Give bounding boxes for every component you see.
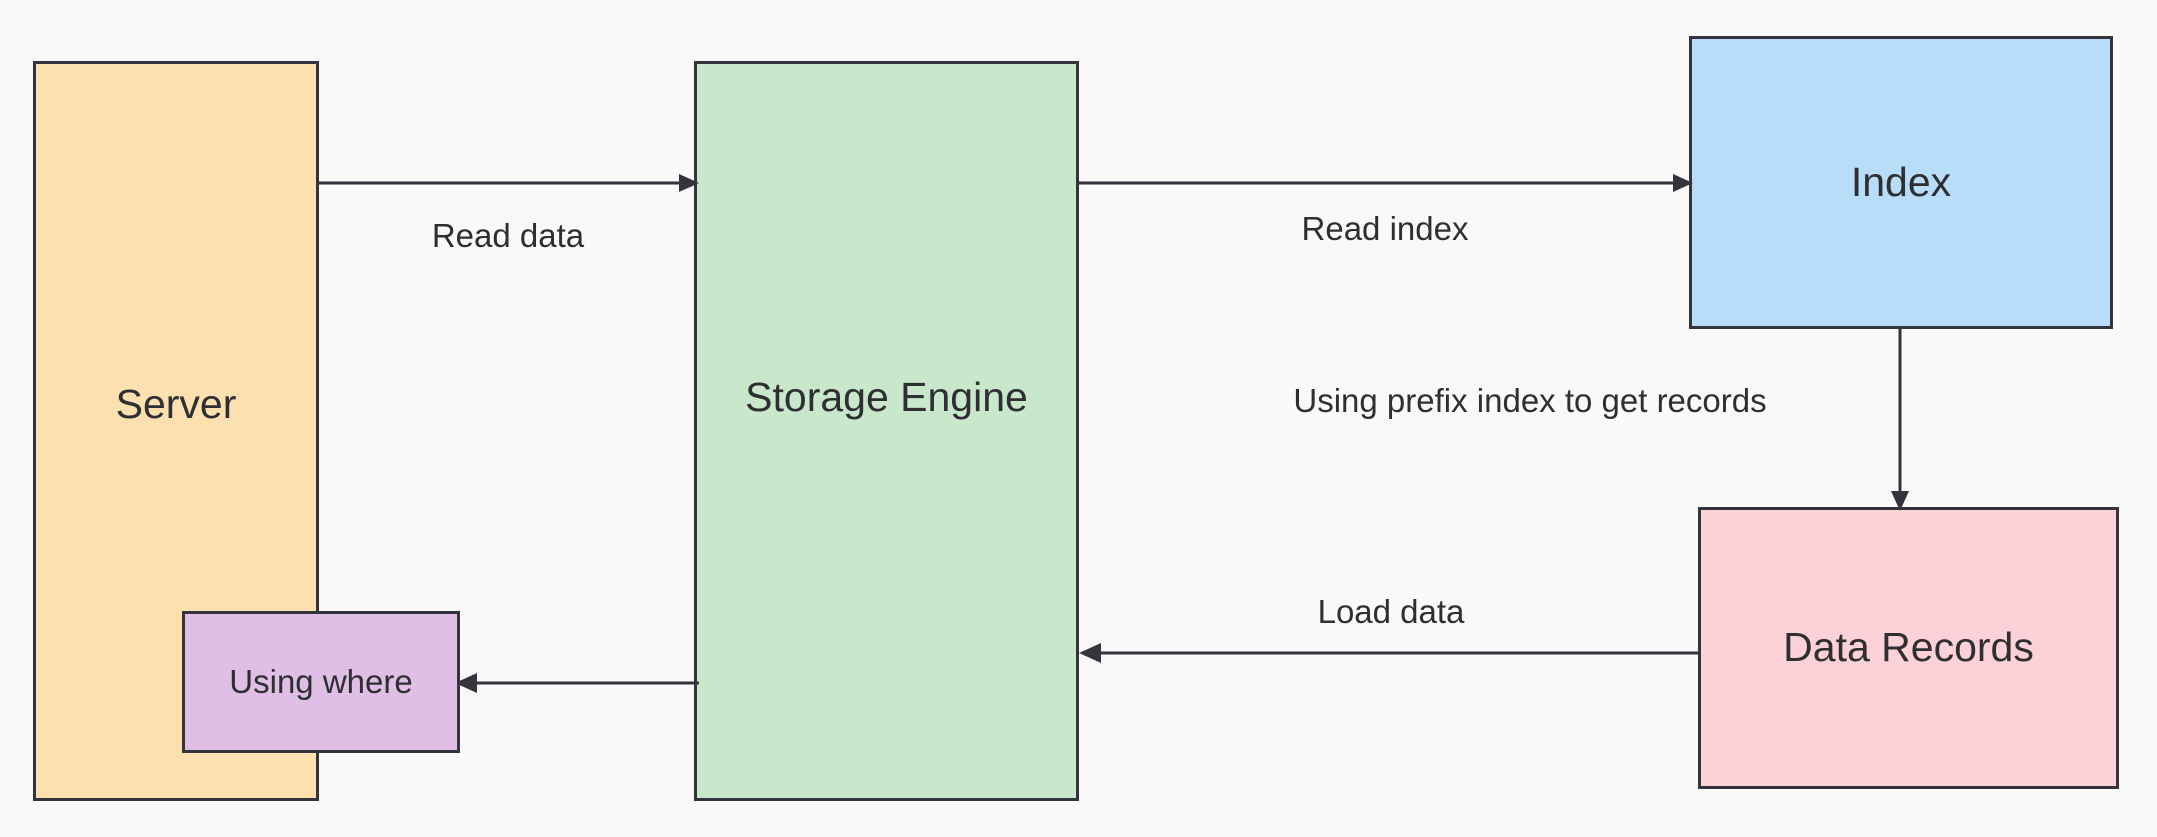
edge-label-prefix-index: Using prefix index to get records: [1293, 382, 1767, 419]
node-data-records-label: Data Records: [1783, 624, 2034, 671]
node-using-where-label: Using where: [229, 662, 413, 700]
edge-prefix-index-arrow: [1891, 329, 1909, 511]
edge-label-read-index: Read index: [1301, 210, 1469, 247]
edge-load-data-arrow: [1079, 643, 1701, 663]
node-using-where[interactable]: Using where: [182, 611, 460, 753]
node-storage-engine[interactable]: Storage Engine: [694, 61, 1079, 801]
node-index-label: Index: [1850, 158, 1952, 205]
node-index[interactable]: Index: [1689, 36, 2113, 329]
edge-using-where-arrow: [455, 673, 699, 693]
node-server-label: Server: [115, 381, 237, 427]
edge-label-read-data: Read data: [431, 217, 585, 254]
edge-read-index-arrow: [1079, 174, 1693, 192]
node-data-records[interactable]: Data Records: [1698, 507, 2119, 789]
edge-read-data-arrow: [319, 174, 699, 192]
node-server[interactable]: Server: [33, 61, 319, 801]
node-storage-engine-label: Storage Engine: [745, 374, 1028, 420]
edge-label-load-data: Load data: [1317, 593, 1465, 630]
